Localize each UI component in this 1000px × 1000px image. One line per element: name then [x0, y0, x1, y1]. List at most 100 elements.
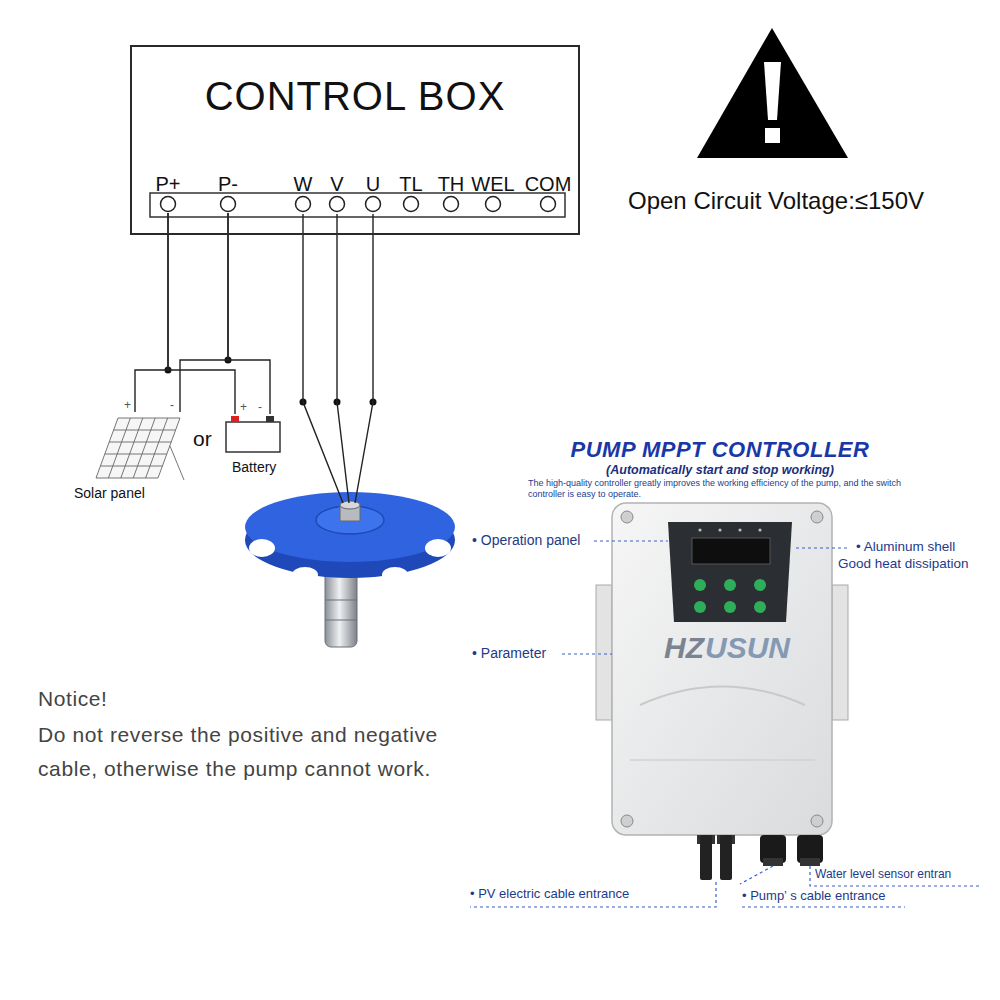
label-anchor: Open Circuit Voltage:≤150V — [628, 186, 924, 215]
controller-illustration — [720, 835, 732, 880]
callout-text: • Aluminum shell — [856, 539, 955, 555]
controller-illustration — [718, 528, 721, 531]
polarity-sign: + — [124, 398, 131, 412]
terminal: COM — [522, 173, 575, 213]
brand-mark: USUN — [705, 630, 790, 666]
label-anchor: - — [170, 398, 174, 412]
controller-illustration — [811, 511, 823, 523]
brand-mark: HZ — [664, 630, 704, 666]
terminal-circle — [486, 197, 501, 212]
product-title: PUMP MPPT CONTROLLER — [500, 437, 940, 463]
pump-illustration — [425, 539, 451, 557]
terminal-circle — [161, 197, 176, 212]
controller-illustration — [621, 815, 633, 827]
label-anchor: The high-quality controller greatly impr… — [528, 478, 903, 500]
warning-sign — [697, 28, 848, 158]
terminal-circle — [366, 197, 381, 212]
warning-sign — [765, 128, 780, 143]
terminal-circle — [484, 195, 502, 213]
controller-illustration — [811, 815, 823, 827]
terminal-circle — [540, 197, 555, 212]
solar-panel-symbol — [100, 466, 162, 467]
pump-wire — [337, 214, 349, 503]
terminal-circle — [328, 195, 346, 213]
terminal: P- — [215, 173, 241, 213]
controller-illustration — [621, 511, 633, 523]
terminal-circle — [402, 195, 420, 213]
pump-illustration — [245, 492, 455, 562]
controller-illustration — [724, 579, 736, 591]
controller-illustration — [596, 503, 848, 880]
pin-name: COM — [525, 173, 572, 195]
pump-illustration — [245, 492, 455, 647]
voltage-note: Open Circuit Voltage:≤150V — [628, 186, 924, 215]
terminal: V — [326, 173, 348, 213]
terminal-circle — [404, 197, 419, 212]
pump-wire — [303, 214, 373, 503]
polarity-sign: + — [240, 400, 247, 414]
controller-illustration — [668, 522, 792, 622]
terminal: TH — [435, 173, 468, 213]
solar-panel-symbol — [96, 418, 180, 478]
terminal-circle — [443, 197, 458, 212]
control-box: CONTROL BOXP+P-WVUTLTHWELCOM — [130, 45, 580, 235]
solar-panel-symbol — [108, 418, 130, 478]
controller-illustration — [738, 528, 741, 531]
pin-name: U — [366, 173, 380, 195]
label-anchor: + — [240, 400, 247, 414]
callout-text: • Parameter — [472, 645, 546, 662]
terminal-circle — [159, 195, 177, 213]
label-anchor: • PV electric cable entrance — [470, 886, 629, 902]
label-anchor: Do not reverse the positive and negative… — [38, 718, 453, 786]
battery-symbol — [226, 422, 280, 452]
or-word: or — [193, 426, 212, 451]
leader-line — [562, 653, 612, 654]
power-wire — [168, 213, 235, 414]
label-anchor: or — [193, 426, 212, 451]
terminal: W — [291, 173, 316, 213]
label-anchor: HZ — [664, 630, 704, 666]
pin-name: P+ — [155, 173, 180, 195]
leader-line — [742, 906, 905, 907]
controller-illustration — [700, 835, 712, 880]
terminal-strip — [150, 193, 565, 217]
solar-panel-symbol — [114, 430, 176, 431]
callout-text: • PV electric cable entrance — [470, 886, 629, 902]
pump-illustration — [325, 600, 357, 601]
controller-illustration — [758, 528, 761, 531]
terminal-circle — [221, 197, 236, 212]
solar-panel-symbol — [109, 442, 171, 443]
terminal-circle — [295, 197, 310, 212]
controller-illustration — [698, 528, 701, 531]
terminal-circle — [442, 195, 460, 213]
label-anchor: - — [258, 400, 262, 414]
power-wire — [135, 213, 168, 412]
power-source: Solar panel — [70, 412, 190, 502]
solar-panel-symbol — [146, 418, 168, 478]
leader-line — [594, 540, 668, 541]
pump-wire — [355, 214, 373, 503]
label-anchor: (Automatically start and stop working) — [500, 463, 940, 478]
label-anchor: + — [124, 398, 131, 412]
leader-line — [470, 541, 980, 907]
terminal: TL — [396, 173, 425, 213]
pump-illustration — [325, 620, 357, 621]
controller-illustration — [694, 579, 706, 591]
terminal-circle — [330, 197, 345, 212]
label-anchor: Water level sensor entran — [815, 867, 951, 881]
controller-illustration — [694, 601, 706, 613]
leader-line — [740, 866, 773, 884]
pin-name: P- — [218, 173, 238, 195]
terminal-circle — [219, 195, 237, 213]
pin-name: V — [330, 173, 343, 195]
label-anchor: Notice! — [38, 686, 108, 711]
controller-illustration — [692, 538, 770, 564]
terminal-strip — [150, 193, 565, 217]
polarity-sign: - — [258, 400, 262, 414]
leader-line — [796, 547, 850, 548]
controller-illustration — [800, 858, 820, 866]
pin-name: WEL — [471, 173, 514, 195]
controller-illustration — [612, 503, 832, 835]
